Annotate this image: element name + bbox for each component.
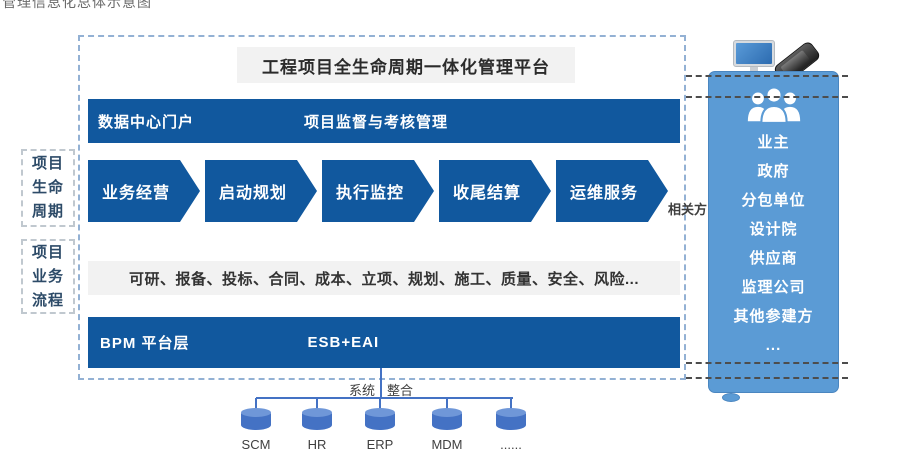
esb-eai-label: ESB+EAI xyxy=(307,334,380,351)
page-caption: 管理信息化总体示意图 xyxy=(2,0,152,10)
lifecycle-stage-chevron: 业务经营 xyxy=(88,160,200,222)
project-process-label-box: 项目 业务 流程 xyxy=(21,239,75,314)
connector-dashed-line xyxy=(686,362,848,364)
bpm-platform-bar: BPM 平台层 ESB+EAI xyxy=(88,317,680,368)
stakeholder-item: 业主 xyxy=(757,134,790,151)
system-drop-connector xyxy=(446,398,448,411)
business-process-strip: 可研、报备、投标、合同、成本、立项、规划、施工、质量、安全、风险... xyxy=(88,261,680,295)
system-drop-connector xyxy=(379,398,381,411)
lifecycle-stage-label: 启动规划 xyxy=(218,185,287,202)
stakeholder-item: 其他参建方 xyxy=(733,308,814,325)
stakeholders-list: 业主政府分包单位设计院供应商监理公司其他参建方... xyxy=(709,128,838,360)
lifecycle-stage-chevron: 启动规划 xyxy=(205,160,317,222)
platform-title: 工程项目全生命周期一体化管理平台 xyxy=(262,57,550,77)
bpm-layer-label: BPM 平台层 xyxy=(100,335,190,352)
lifecycle-stage-chevron: 收尾结算 xyxy=(439,160,551,222)
connector-dashed-line xyxy=(686,96,848,98)
side-label-line: 项目 xyxy=(31,243,64,261)
lifecycle-stage-label: 收尾结算 xyxy=(452,185,521,202)
database-cylinder-icon xyxy=(302,408,332,430)
stakeholders-group-icon xyxy=(747,86,801,124)
side-label-line: 流程 xyxy=(31,291,64,309)
related-parties-label: 相关方 xyxy=(668,202,708,217)
project-lifecycle-label-box: 项目 生命 周期 xyxy=(21,149,75,227)
lifecycle-stage-label: 运维服务 xyxy=(569,185,638,202)
system-drop-connector xyxy=(316,398,318,411)
stakeholder-item: 分包单位 xyxy=(741,192,806,209)
system-integration-label: 系统 整合 xyxy=(338,380,424,399)
side-label-line: 项目 xyxy=(31,155,64,172)
stakeholder-item: 监理公司 xyxy=(741,279,806,296)
stakeholder-item: 供应商 xyxy=(749,250,798,267)
stakeholder-item: 政府 xyxy=(757,163,790,180)
stakeholders-panel: 业主政府分包单位设计院供应商监理公司其他参建方... xyxy=(708,71,839,393)
lifecycle-stage-chevron: 运维服务 xyxy=(556,160,668,222)
system-name-label: HR xyxy=(307,437,327,452)
system-name-label: SCM xyxy=(241,437,271,452)
platform-boundary-box xyxy=(78,35,686,380)
database-cylinder-icon xyxy=(496,408,526,430)
system-name-label: MDM xyxy=(431,437,463,452)
database-cylinder-icon xyxy=(432,408,462,430)
supervision-assessment-label: 项目监督与考核管理 xyxy=(304,113,449,131)
data-center-portal-label: 数据中心门户 xyxy=(98,113,195,131)
system-label-right: 整合 xyxy=(387,383,414,398)
system-drop-connector xyxy=(255,398,257,411)
lifecycle-stage-label: 业务经营 xyxy=(101,185,170,202)
integration-horizontal-connector xyxy=(256,397,513,399)
system-name-label: ...... xyxy=(500,437,522,452)
portal-bar: 数据中心门户 项目监督与考核管理 xyxy=(88,99,680,143)
system-name-label: ERP xyxy=(366,437,394,452)
stakeholder-item: ... xyxy=(765,337,782,354)
connector-dashed-line xyxy=(686,377,848,379)
stakeholder-item: 设计院 xyxy=(749,221,798,238)
integration-vertical-connector xyxy=(380,368,382,398)
business-process-text: 可研、报备、投标、合同、成本、立项、规划、施工、质量、安全、风险... xyxy=(128,270,639,288)
lifecycle-stage-label: 执行监控 xyxy=(335,185,404,202)
platform-title-bar: 工程项目全生命周期一体化管理平台 xyxy=(237,47,575,83)
side-label-line: 业务 xyxy=(31,267,64,285)
side-label-line: 周期 xyxy=(31,203,64,220)
database-cylinder-icon xyxy=(365,408,395,430)
system-label-left: 系统 xyxy=(348,383,375,398)
connector-dashed-line xyxy=(686,75,848,77)
side-label-line: 生命 xyxy=(31,179,64,196)
system-drop-connector xyxy=(510,398,512,411)
cut-off-shape xyxy=(722,393,740,402)
database-cylinder-icon xyxy=(241,408,271,430)
lifecycle-stage-chevron: 执行监控 xyxy=(322,160,434,222)
